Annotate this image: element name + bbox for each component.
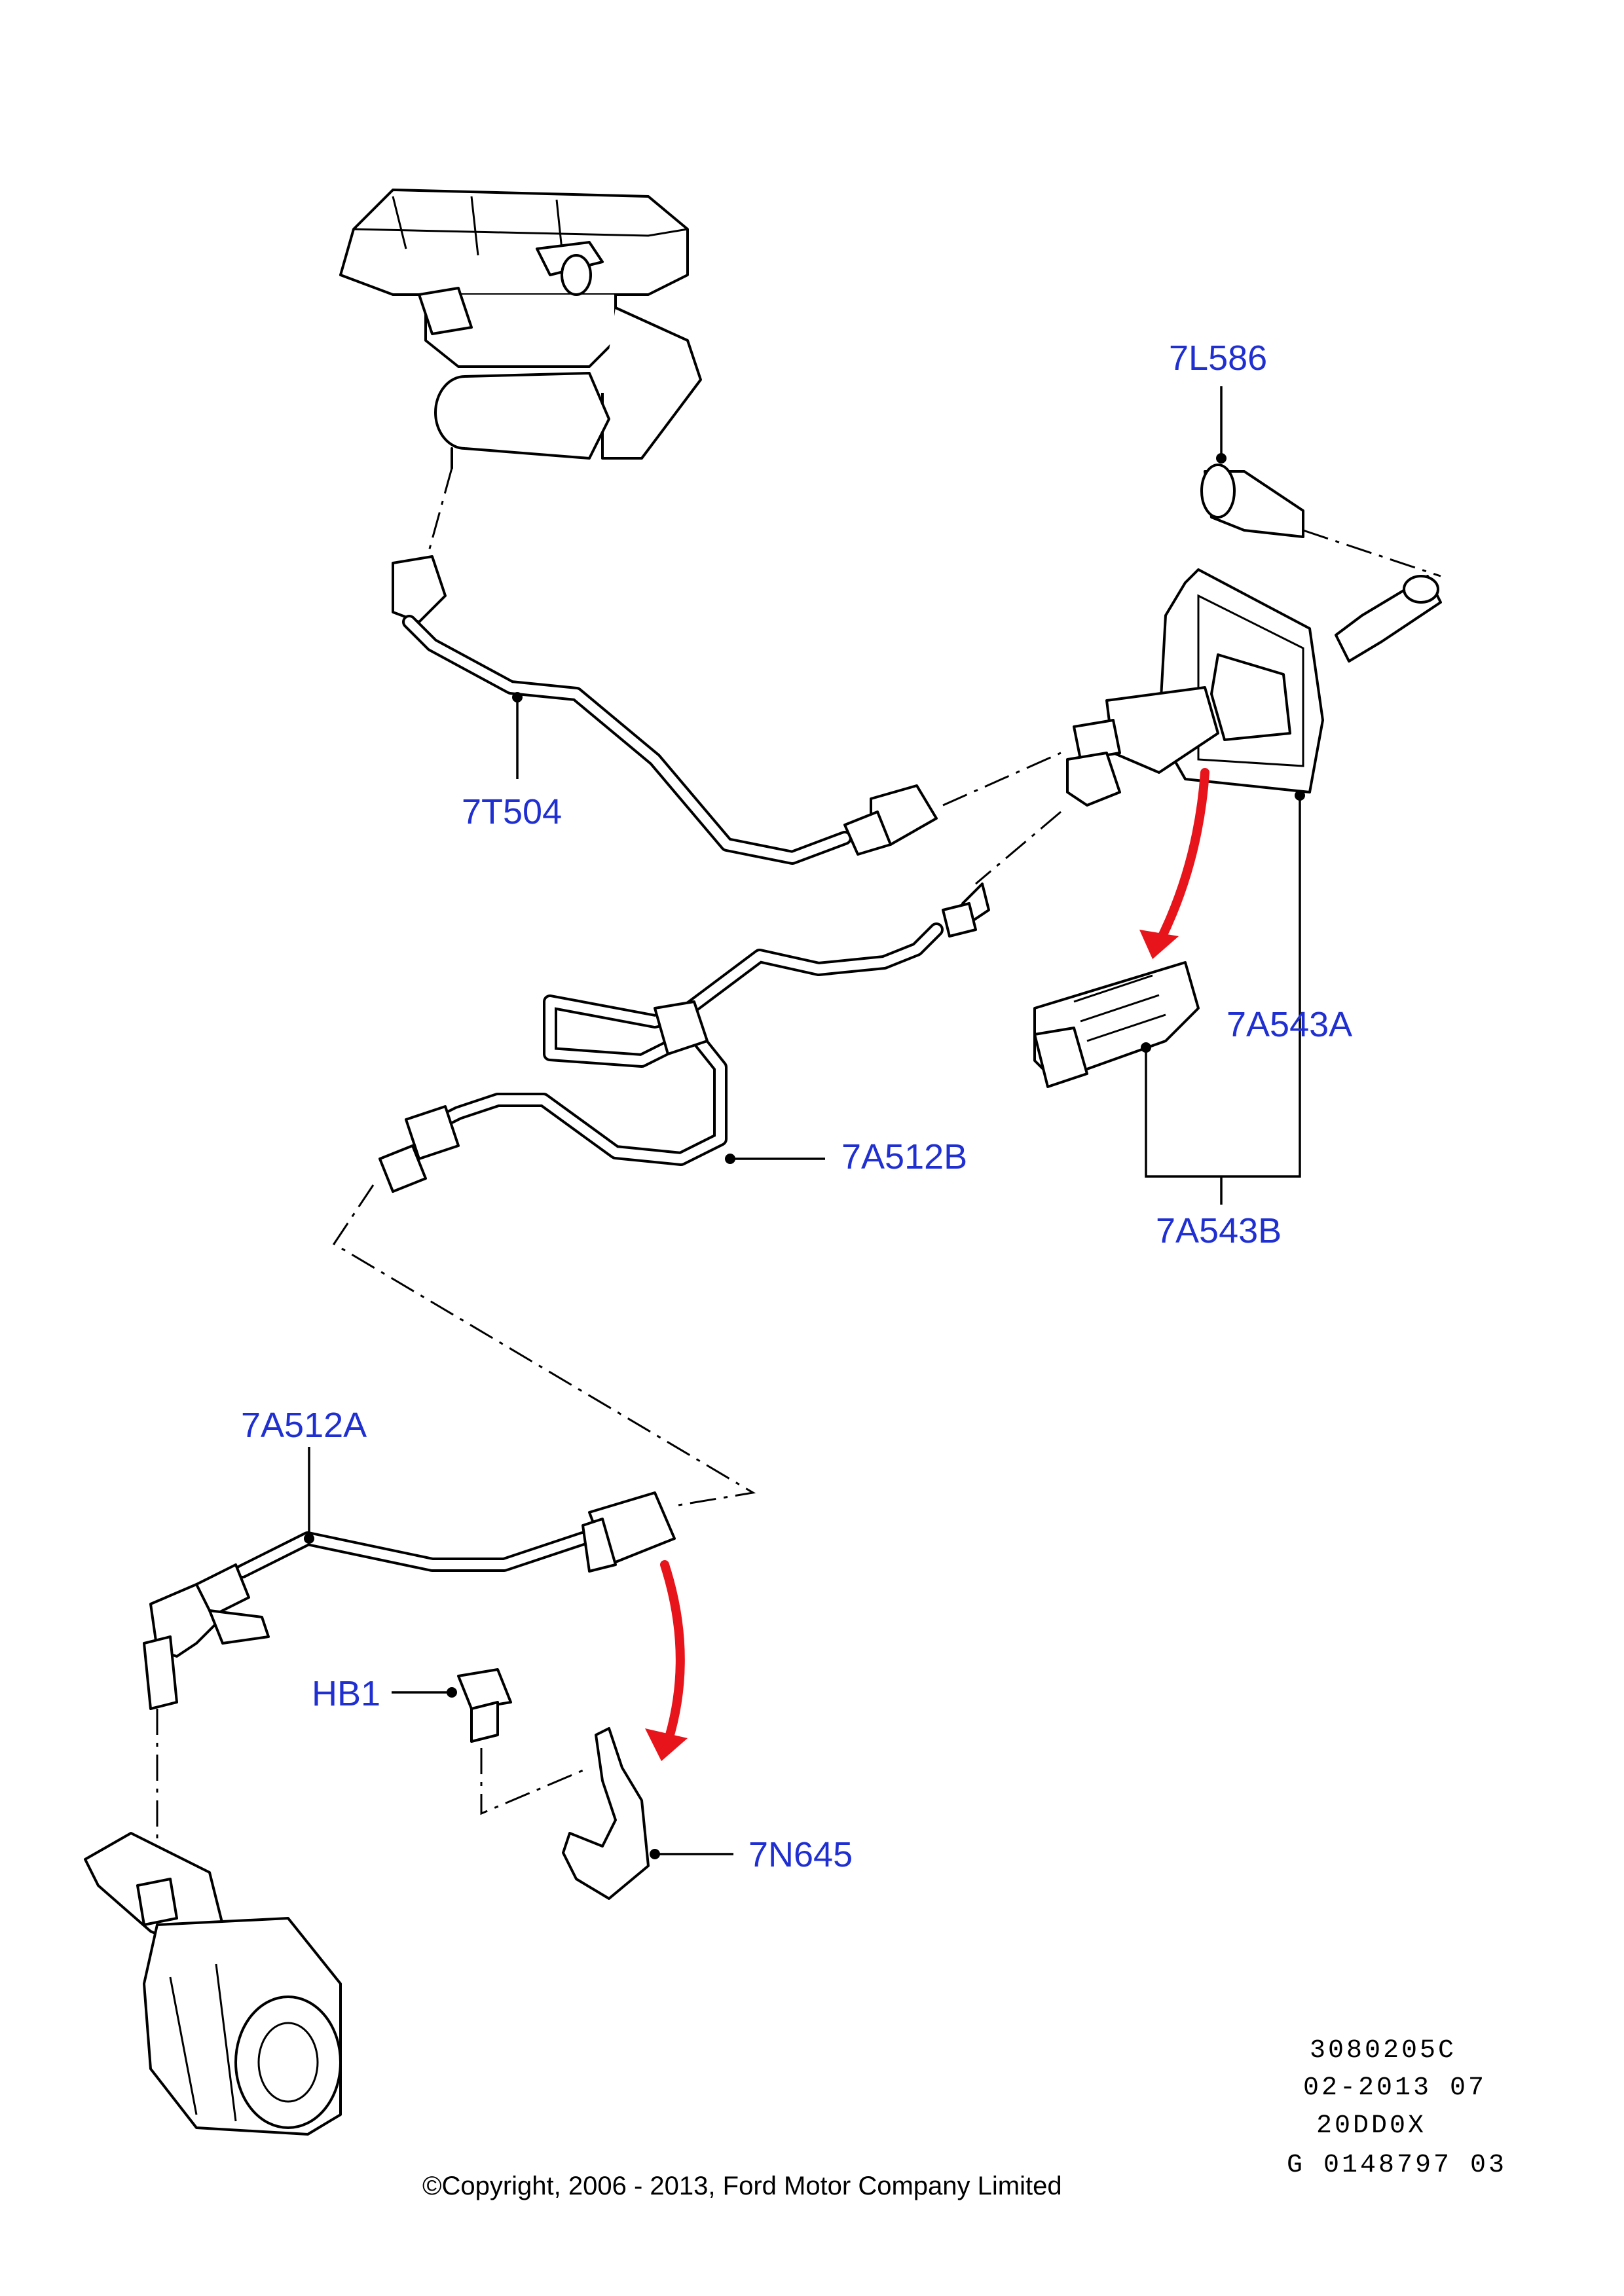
copyright-notice: ©Copyright, 2006 - 2013, Ford Motor Comp… (422, 2172, 1062, 2200)
label-HB1: HB1 (312, 1674, 381, 1713)
pin-7L586 (1200, 464, 1304, 538)
label-7A512B: 7A512B (841, 1137, 968, 1176)
connector-7A543A (1033, 961, 1200, 1088)
leader-7L586 (1216, 386, 1227, 464)
drawing-date-code: 02-2013 07 (1303, 2073, 1487, 2103)
leader-HB1 (392, 1687, 457, 1698)
leader-7A512B (725, 1154, 825, 1164)
dash-bolt-to-bracket (480, 1748, 590, 1815)
drawing-serial-code: G 0148797 03 (1287, 2151, 1507, 2180)
label-7N645: 7N645 (748, 1835, 853, 1874)
hose-7A512A (143, 1491, 676, 1710)
leader-7A543A (1141, 790, 1305, 1205)
leader-7A512A (304, 1447, 314, 1544)
red-arrow-bracket-head (645, 1728, 688, 1761)
dash-pipe-to-hose (975, 811, 1061, 885)
bracket-7N645 (562, 1727, 650, 1900)
red-arrow-connector-head (1139, 930, 1179, 959)
bolt-HB1 (457, 1668, 512, 1743)
dash-pipe-to-reservoir (942, 752, 1061, 807)
label-7A543B: 7A543B (1156, 1211, 1282, 1250)
red-arrow-connector (1154, 768, 1209, 947)
slave-cylinder (84, 1832, 342, 2136)
label-7A512A: 7A512A (241, 1406, 367, 1445)
label-7T504: 7T504 (462, 792, 563, 831)
hose-7A512B (378, 883, 990, 1193)
dash-pin-to-pedal (1302, 529, 1441, 577)
pipe-7T504 (392, 555, 938, 865)
dash-master-to-pipe (424, 467, 453, 564)
master-cylinder-reservoir (339, 189, 702, 469)
pedal-box-assembly (1066, 568, 1442, 807)
drawing-model-code: 20DD0X (1316, 2111, 1427, 2141)
leader-7T504 (512, 692, 523, 779)
label-7L586: 7L586 (1169, 338, 1268, 378)
drawing-ref-number: 3080205C (1310, 2036, 1457, 2066)
red-arrow-bracket (660, 1560, 685, 1746)
label-7A543A: 7A543A (1227, 1005, 1353, 1044)
dash-hose-to-slave (332, 1184, 756, 1507)
leader-7N645 (650, 1849, 733, 1859)
